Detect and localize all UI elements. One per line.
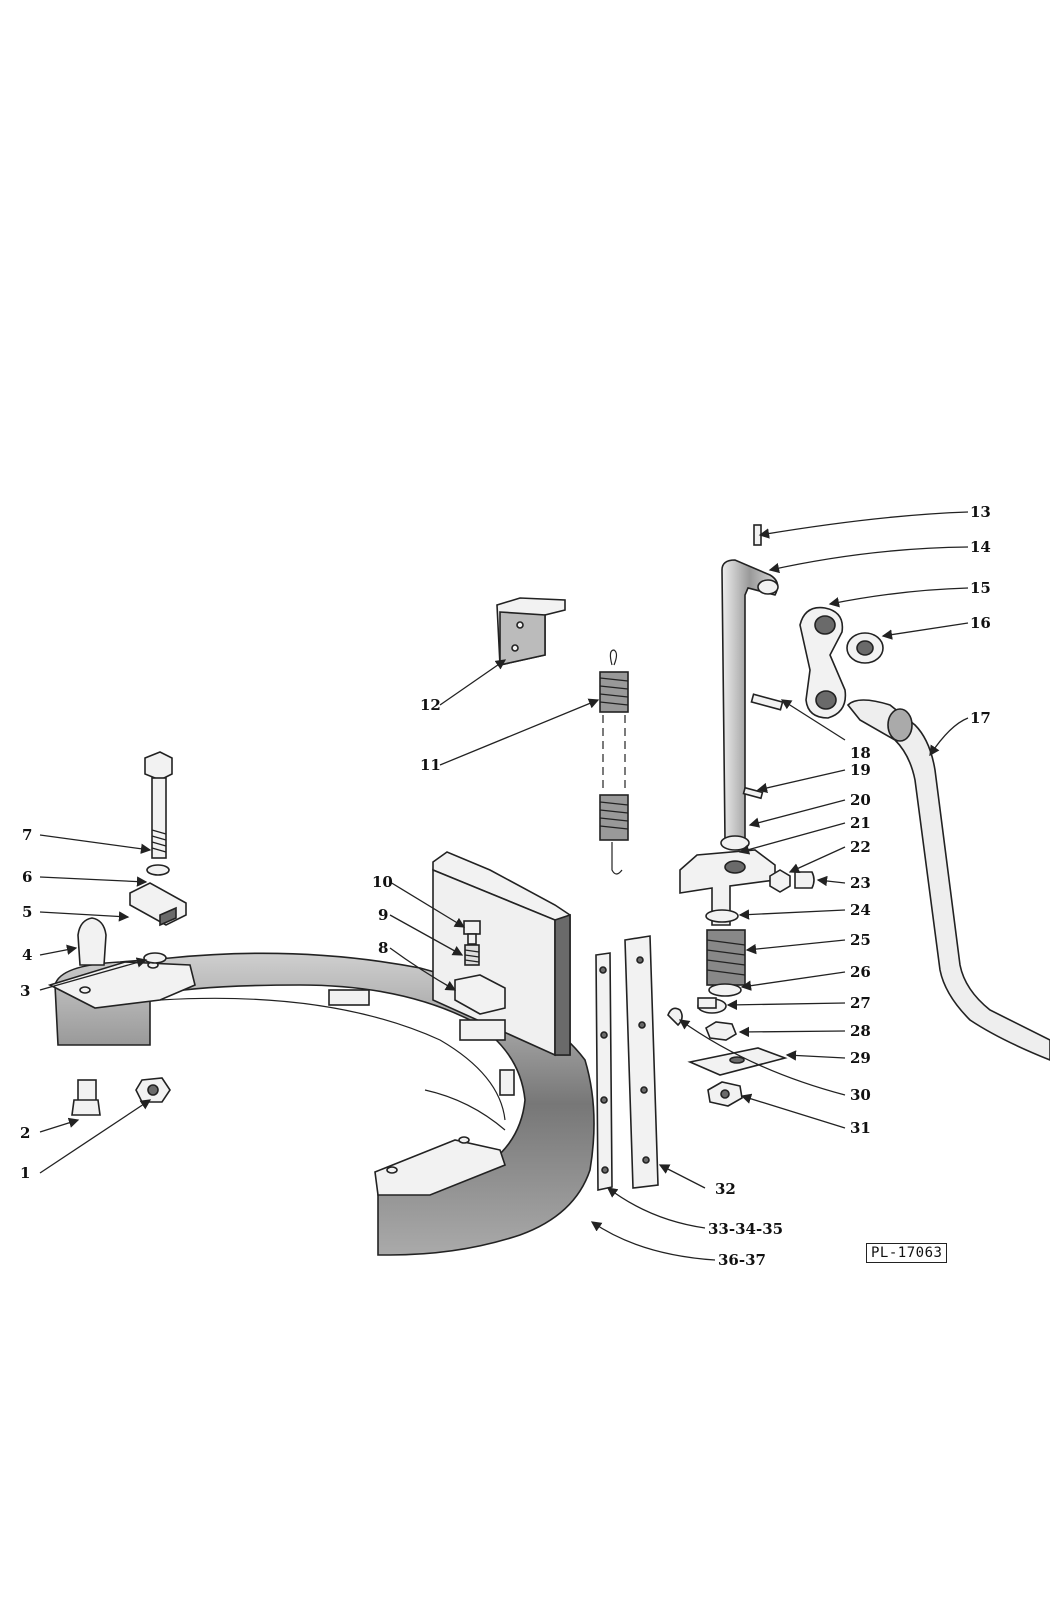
plate-29 (687, 1047, 788, 1076)
callout-29: 29 (850, 1049, 871, 1067)
washer-6 (146, 864, 170, 876)
callout-23: 23 (850, 874, 871, 892)
pin-13 (753, 524, 762, 546)
callout-11: 11 (420, 756, 441, 774)
callout-20: 20 (850, 791, 871, 809)
washer-24 (705, 909, 739, 923)
backing-block (432, 851, 571, 1057)
clip-30 (667, 1007, 683, 1027)
callout-3: 3 (20, 982, 30, 1000)
nut-28 (705, 1021, 737, 1041)
screw-2 (71, 1079, 101, 1116)
fitting-4 (77, 917, 107, 966)
bolt-23 (794, 871, 815, 889)
callout-17: 17 (970, 709, 991, 727)
callout-21: 21 (850, 814, 871, 832)
callout-18: 18 (850, 744, 871, 762)
bracket-21 (679, 849, 776, 926)
callout-14: 14 (970, 538, 991, 556)
callout-10: 10 (372, 873, 393, 891)
brake-shoe (47, 952, 595, 1256)
callout-8: 8 (378, 939, 388, 957)
pin-19 (742, 786, 764, 800)
cross-rod-17 (846, 699, 1050, 1061)
bracket-12 (496, 597, 566, 666)
nut-31 (707, 1081, 743, 1107)
callout-32: 32 (715, 1180, 736, 1198)
nut-1 (135, 1077, 171, 1103)
screw-9 (464, 944, 480, 966)
callout-13: 13 (970, 503, 991, 521)
spring-11 (599, 649, 629, 875)
callout-12: 12 (420, 696, 441, 714)
callout-27: 27 (850, 994, 871, 1012)
washer-3 (143, 952, 167, 964)
strip-32 (624, 935, 659, 1189)
bolt-7 (144, 751, 173, 859)
callout-36-37: 36-37 (718, 1251, 766, 1269)
callout-33-34-35: 33-34-35 (708, 1220, 783, 1238)
washer-26 (708, 983, 742, 997)
leader-lines (39, 511, 969, 1261)
callout-16: 16 (970, 614, 991, 632)
callout-labels: 1 2 3 4 5 6 7 8 9 10 11 12 13 14 15 16 1… (20, 503, 991, 1269)
nut-22 (769, 869, 791, 893)
callout-4: 4 (22, 946, 32, 964)
callout-19: 19 (850, 761, 871, 779)
callout-26: 26 (850, 963, 871, 981)
bolt-27 (697, 997, 727, 1014)
callout-7: 7 (22, 826, 32, 844)
spring-25 (706, 929, 746, 986)
lever-arm-15 (799, 606, 847, 719)
clip-5 (129, 882, 187, 927)
callout-15: 15 (970, 579, 991, 597)
callout-22: 22 (850, 838, 871, 856)
callout-1: 1 (20, 1164, 30, 1182)
callout-5: 5 (22, 903, 32, 921)
washer-20 (720, 835, 750, 851)
callout-25: 25 (850, 931, 871, 949)
callout-6: 6 (22, 868, 32, 886)
callout-30: 30 (850, 1086, 871, 1104)
callout-28: 28 (850, 1022, 871, 1040)
washer-16 (846, 632, 884, 664)
callout-9: 9 (378, 906, 388, 924)
plate-8 (454, 974, 506, 1041)
callout-24: 24 (850, 901, 871, 919)
drawing-reference-code: PL-17063 (866, 1243, 948, 1263)
callout-31: 31 (850, 1119, 871, 1137)
callout-2: 2 (20, 1124, 30, 1142)
pin-18 (750, 693, 784, 711)
strip-33 (595, 952, 613, 1191)
